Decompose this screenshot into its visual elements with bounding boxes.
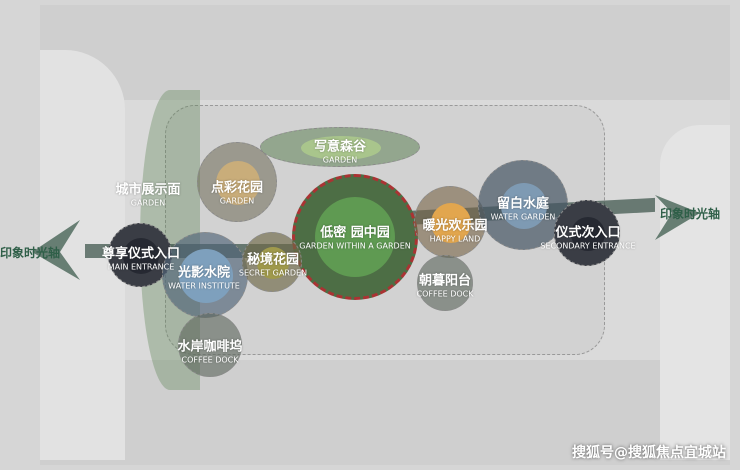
zone-dianca-circle[interactable] [197,142,277,222]
watermark: 搜狐号@搜狐焦点宜城站 [572,445,726,461]
zone-mijing-circle[interactable] [242,232,302,292]
zone-guangying-circle[interactable] [162,232,248,318]
zone-liubai-circle[interactable] [478,160,568,250]
zone-xieyi-circle[interactable] [260,127,420,167]
road-south [40,360,730,465]
zone-zhaomu-circle[interactable] [417,255,473,311]
axis-label-left: 印象时光轴 [0,246,61,260]
left-arrow-icon [32,220,80,280]
axis-label-right: 印象时光轴 [660,207,721,221]
zone-dimi-circle[interactable] [292,174,418,300]
zone-nuanguang-circle[interactable] [414,186,486,258]
road-north [40,5,730,100]
plot-east [660,125,730,460]
zone-shuian-circle[interactable] [178,313,242,377]
zone-ciru-circle[interactable] [554,200,620,266]
right-arrow-icon [655,195,700,240]
zone-zunxiang-circle[interactable] [108,223,172,287]
